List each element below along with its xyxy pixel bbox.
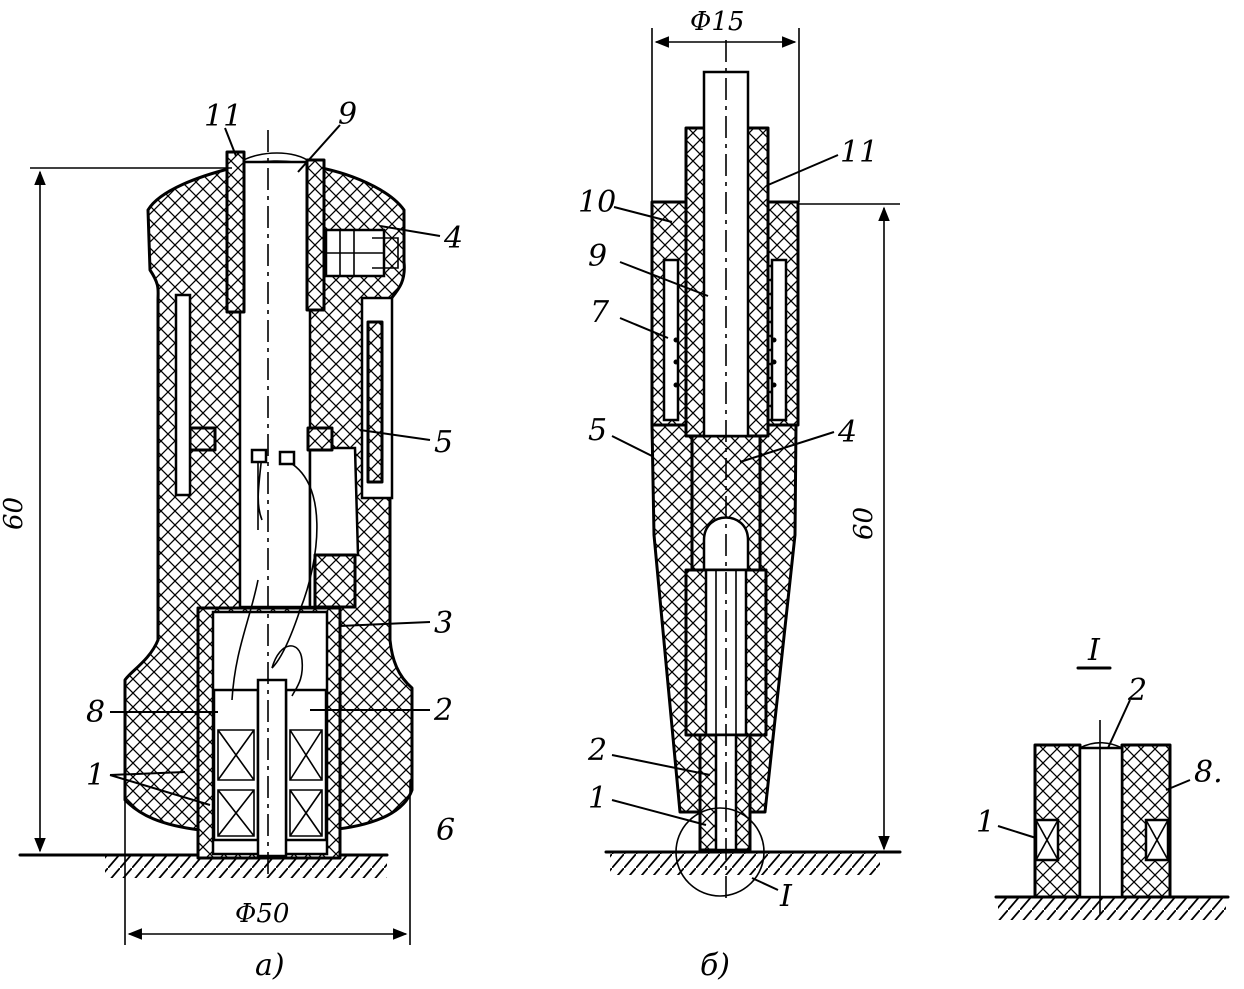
coil-right-a — [284, 688, 328, 842]
label-6-a: 6 — [436, 813, 455, 848]
detail-i: I 2 8. 1 — [976, 633, 1230, 920]
insert-a — [313, 553, 357, 609]
label-11-a: 11 — [204, 99, 242, 134]
terminal-2-a — [278, 450, 296, 466]
dim-diameter-label-a: Φ50 — [235, 899, 289, 929]
sensing-rod-a — [256, 678, 288, 858]
figure-b: Φ15 60 11 10 9 7 5 4 2 1 I б) — [578, 7, 902, 983]
ground-hatch-a — [105, 856, 387, 878]
leader-I-b — [751, 877, 779, 891]
label-8-a: 8 — [86, 695, 105, 730]
detail-rod-top — [1079, 741, 1123, 749]
detail-coil-right-cross — [1145, 819, 1169, 861]
leader-10-b — [613, 206, 673, 223]
detail-label-8: 8. — [1194, 755, 1223, 790]
label-7-b: 7 — [590, 295, 610, 330]
label-2-a: 2 — [433, 693, 453, 728]
label-3-a: 3 — [434, 606, 453, 641]
central-rod-a — [238, 160, 312, 609]
sleeve-left-a — [225, 150, 246, 314]
leader-7-b — [619, 317, 669, 339]
wire-3-a — [231, 579, 259, 701]
leader-1-b — [611, 799, 707, 826]
screw-5-a — [366, 320, 384, 484]
dim-height-label-b: 60 — [849, 507, 879, 540]
label-1-b: 1 — [588, 781, 607, 816]
leader-4-a — [379, 225, 441, 237]
leader-11-a — [224, 127, 237, 157]
terminal-1-a — [250, 448, 268, 464]
detail-leader-2 — [1107, 699, 1131, 749]
leader-1-a — [109, 771, 211, 806]
label-5-b: 5 — [588, 413, 607, 448]
screw-4-detail-a — [326, 230, 399, 276]
ground-hatch-b — [610, 853, 880, 875]
wire-4-a — [271, 645, 304, 697]
label-4-b: 4 — [837, 415, 857, 450]
leader-9-a — [297, 124, 341, 173]
coil-left-a — [212, 688, 260, 842]
label-detail-mark-b: I — [779, 879, 793, 914]
detail-circle-b — [675, 807, 765, 897]
detail-label-1: 1 — [976, 805, 995, 840]
label-2-b: 2 — [587, 733, 607, 768]
dim-height-label-a: 60 — [0, 497, 29, 530]
dim-diameter-label-b: Φ15 — [690, 7, 744, 37]
rod-top-a — [239, 152, 311, 163]
ground-hatch-detail — [998, 898, 1226, 920]
label-5-a: 5 — [434, 425, 453, 460]
label-1-a: 1 — [86, 758, 105, 793]
label-11-b: 11 — [840, 135, 878, 170]
leader-11-b — [767, 154, 839, 186]
wire-2-a — [271, 459, 318, 669]
label-9-b: 9 — [588, 239, 607, 274]
detail-coil-left-cross — [1035, 819, 1059, 861]
pin-left-a — [188, 426, 217, 452]
label-10-b: 10 — [578, 185, 616, 220]
sleeve-right-a — [305, 158, 326, 312]
detail-rod-2 — [1078, 746, 1124, 899]
label-9-a: 9 — [338, 97, 357, 132]
leader-9-b — [619, 261, 709, 297]
detail-title: I — [1087, 633, 1101, 668]
block-a — [306, 426, 334, 452]
leader-2-b — [611, 754, 711, 776]
spring-dots-b — [673, 337, 777, 388]
detail-label-2: 2 — [1127, 673, 1147, 708]
leader-5-a — [359, 429, 431, 441]
figure-a: 60 Φ50 11 9 4 5 3 2 8 1 6 а) — [0, 97, 463, 983]
coil-left-cross-a — [217, 729, 255, 837]
leader-5-b — [611, 435, 653, 457]
channel-left-a — [174, 293, 192, 497]
wire-1-a — [257, 454, 263, 530]
caption-b: б) — [700, 948, 730, 983]
caption-a: а) — [255, 948, 285, 983]
label-4-a: 4 — [443, 221, 463, 256]
coil-right-cross-a — [289, 729, 323, 837]
leader-3-a — [339, 621, 431, 627]
detail-leader-1 — [997, 825, 1037, 839]
detail-leader-8 — [1165, 779, 1191, 791]
leader-4-b — [739, 431, 835, 463]
